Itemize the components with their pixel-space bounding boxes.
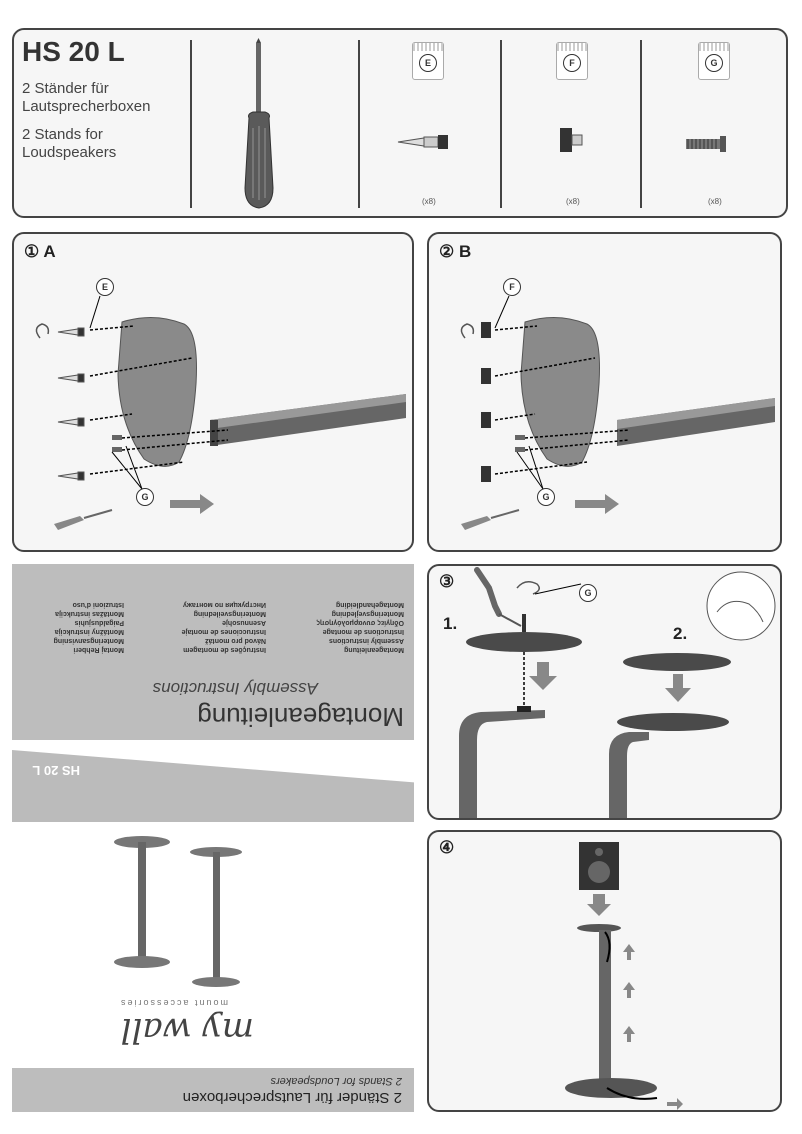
part-qty: (x8) (708, 197, 722, 206)
callout-g: G (537, 488, 555, 506)
step-number: ② B (439, 242, 471, 262)
language-item: Montagehandleiding (335, 601, 404, 608)
language-item: Instrucciones de montaje (181, 628, 266, 635)
language-item: Návod pro montáž (204, 637, 266, 644)
language-list: Montaj Rehberi Monteringsanvisning Montá… (54, 600, 124, 654)
language-list: Montageanleitung Assembly instructions I… (316, 600, 404, 654)
cover-footer-de: 2 Ständer für Lautsprecherboxen (182, 1089, 402, 1106)
screwdriver-icon (244, 38, 274, 209)
language-item: Istruzioni d'uso (72, 601, 124, 608)
subtitle-de-line1: 2 Ständer für (22, 80, 109, 97)
subtitle-en-line1: 2 Stands for (22, 126, 103, 143)
cover-sheet: 2 Ständer für Lautsprecherboxen 2 Stands… (12, 564, 414, 1112)
language-item: Instruções de montagem (183, 646, 266, 653)
callout-e: E (96, 278, 114, 296)
step-1-illustration (35, 295, 406, 530)
language-item: Monteringsanvisning (53, 637, 124, 644)
substep-2: 2. (673, 624, 688, 643)
divider (500, 40, 502, 208)
subtitle-de-line2: Lautsprecherboxen (22, 98, 151, 115)
step-4-panel: ④ (427, 830, 782, 1112)
step-1-panel: ① A (12, 232, 414, 552)
product-title: HS 20 L (22, 36, 125, 67)
step-3-panel: ③ 1. 2. G (427, 564, 782, 820)
part-label-f: F (563, 54, 581, 72)
language-item: Asennusohje (222, 619, 266, 626)
model-band: HS 20 L (12, 750, 414, 822)
step-letter: A (43, 242, 56, 261)
subtitle-en: 2 Stands for Loudspeakers (22, 126, 116, 162)
step-number: ④ (439, 838, 455, 857)
bolt-icon (686, 136, 726, 152)
language-item: Montageanleitung (344, 646, 404, 653)
parts-panel: HS 20 L 2 Ständer für Lautsprecherboxen … (12, 28, 788, 218)
substep-1: 1. (443, 614, 458, 633)
language-item: Montāžas instrukcija (55, 610, 124, 617)
brand-logo: my wall (120, 1010, 254, 1050)
language-item: Monteringsveiledning (193, 610, 266, 617)
step-number: ① A (24, 242, 56, 262)
subtitle-de: 2 Ständer für Lautsprecherboxen (22, 80, 150, 116)
step-3-illustration (459, 567, 776, 818)
callout-g: G (579, 584, 597, 602)
language-item: Monteringsvejledning (331, 610, 404, 617)
stands-image (114, 836, 242, 987)
language-list: Instruções de montagem Návod pro montáž … (182, 600, 266, 654)
title-block: Montageanleitung Assembly Instructions M… (12, 564, 414, 740)
callout-g: G (136, 488, 154, 506)
divider (358, 40, 360, 208)
divider (190, 40, 192, 208)
step-circle: ① (24, 242, 40, 261)
step-circle: ② (439, 242, 455, 261)
language-item: Montážny instrukcija (54, 628, 124, 635)
spike-icon (397, 135, 448, 149)
language-item: Instructions de montage (322, 628, 404, 635)
callout-f: F (503, 278, 521, 296)
screw-cap-icon (560, 128, 583, 152)
cover-heading: Montageanleitung (197, 702, 404, 732)
subtitle-en-line2: Loudspeakers (22, 144, 117, 161)
model-label: HS 20 L (32, 763, 80, 778)
cover-subheading: Assembly Instructions (152, 679, 318, 698)
language-item: Οδηγίες συναρμολόγησης (316, 619, 404, 626)
language-item: Инструкция по монтажу (182, 601, 266, 608)
part-label-e: E (419, 54, 437, 72)
step-number: ③ (439, 572, 455, 591)
step-4-illustration (565, 842, 683, 1110)
part-bag (412, 42, 444, 80)
part-bag (698, 42, 730, 80)
language-item: Montaj Rehberi (73, 646, 124, 653)
step-letter: B (458, 242, 472, 261)
language-item: Paigaldusjuhis (74, 619, 124, 626)
cover-footer-band: 2 Ständer für Lautsprecherboxen 2 Stands… (12, 1068, 414, 1112)
step-2-panel: ② B F G (427, 232, 782, 552)
part-qty: (x8) (422, 197, 436, 206)
language-item: Assembly instructions (328, 637, 404, 644)
part-label-g: G (705, 54, 723, 72)
divider (640, 40, 642, 208)
step-2-illustration (460, 295, 775, 530)
part-qty: (x8) (566, 197, 580, 206)
cover-footer-en: 2 Stands for Loudspeakers (270, 1075, 402, 1087)
